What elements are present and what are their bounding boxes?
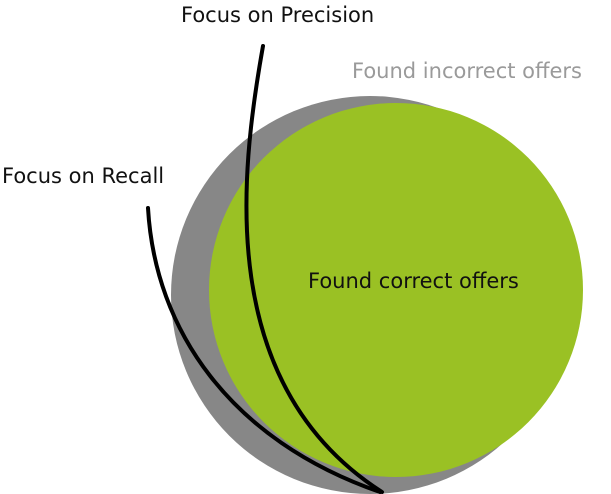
precision-label: Focus on Precision (181, 3, 374, 27)
recall-curve (146, 206, 382, 494)
incorrect-offers-label: Found incorrect offers (352, 59, 582, 83)
recall-label: Focus on Recall (2, 164, 164, 188)
precision-curve (244, 44, 384, 494)
correct-offers-circle (209, 103, 583, 477)
correct-offers-label: Found correct offers (308, 269, 519, 293)
